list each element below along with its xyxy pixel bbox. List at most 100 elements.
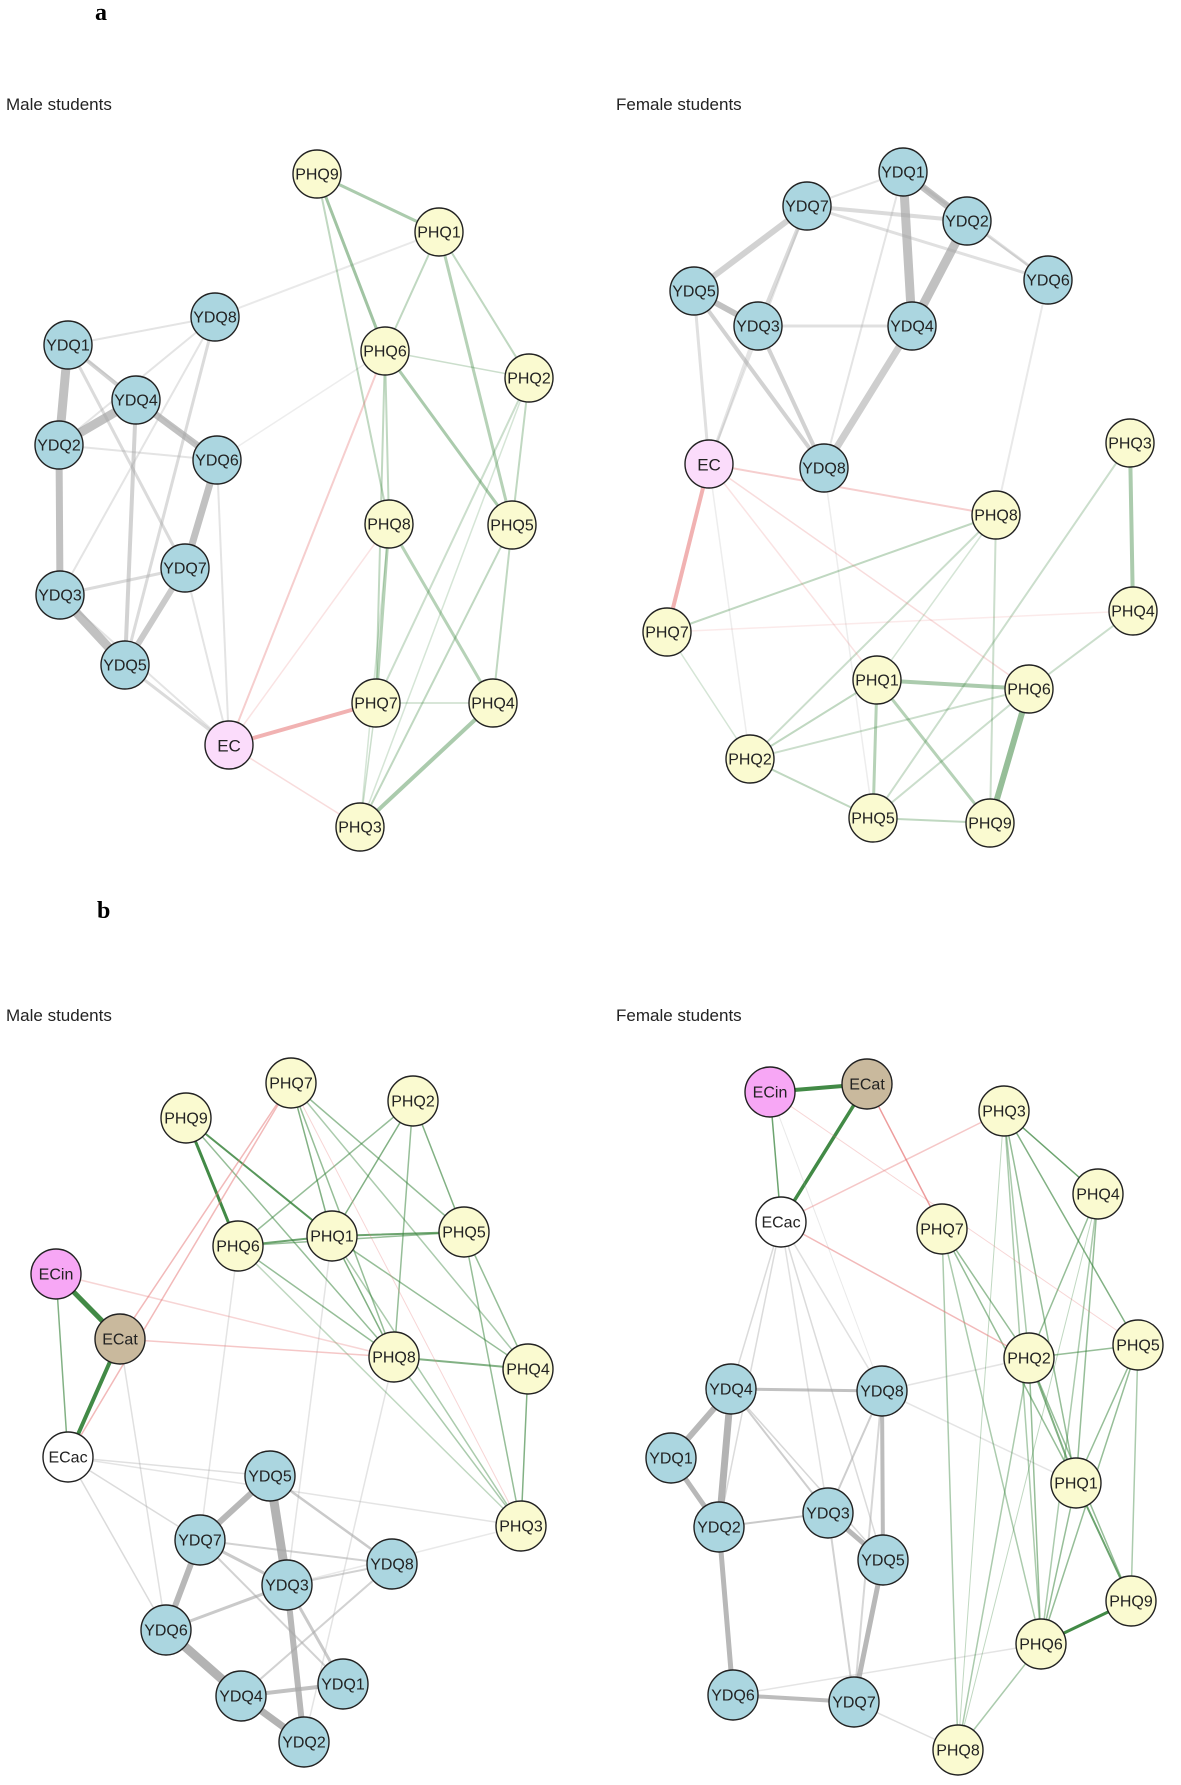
node-label: YDQ2 [697,1520,741,1537]
node-a-male-ydq6: YDQ6 [192,435,242,485]
edge-b-male-PHQ4-PHQ3 [520,1368,529,1527]
edge-b-female-ECac-PHQ3 [780,1110,1005,1223]
edge-a-female-YDQ8-PHQ5 [823,467,874,819]
node-circle [856,1365,908,1417]
edge-b-female-ECat-ECac [779,1082,869,1224]
node-circle [140,1604,192,1656]
node-label: PHQ9 [1109,1594,1153,1611]
edge-a-male-PHQ2-PHQ3 [359,377,530,828]
node-circle [35,570,85,620]
node-a-female-ydq8: YDQ8 [799,443,849,493]
edge-b-female-YDQ4-YDQ3 [730,1388,829,1514]
node-label: PHQ4 [1076,1187,1120,1204]
node-label: ECin [39,1267,74,1284]
node-circle [278,1716,330,1768]
male-network-title-b: Male students [6,1006,112,1025]
edge-b-female-ECac-YDQ3 [780,1221,829,1514]
node-b-male-ecin: ECin [30,1248,82,1300]
edge-a-male-YDQ8-PHQ1 [214,231,440,318]
node-label: YDQ5 [103,658,147,675]
node-label: PHQ1 [1054,1476,1098,1493]
edge-a-female-YDQ6-PHQ8 [995,279,1049,516]
edge-a-male-PHQ2-PHQ7 [375,377,530,704]
node-label: YDQ7 [163,561,207,578]
node-b-female-ecin: ECin [744,1066,796,1118]
edge-b-male-PHQ9-PHQ8 [185,1117,395,1358]
node-a-female-phq8: PHQ8 [971,490,1021,540]
edge-b-male-PHQ9-PHQ1 [185,1117,333,1237]
node-b-male-phq2: PHQ2 [387,1075,439,1127]
node-circle [799,443,849,493]
node-label: YDQ5 [672,284,716,301]
edge-b-male-YDQ8-YDQ4 [240,1563,393,1697]
edge-b-male-ECin-PHQ8 [55,1273,395,1358]
edge-b-female-PHQ4-PHQ6 [1040,1193,1099,1645]
node-circle [705,1363,757,1415]
node-b-female-phq3: PHQ3 [978,1085,1030,1137]
node-circle [878,147,928,197]
node-b-female-ydq5: YDQ5 [857,1534,909,1586]
node-b-male-phq9: PHQ9 [160,1092,212,1144]
node-circle [1004,664,1054,714]
node-a-female-phq6: PHQ6 [1004,664,1054,714]
edge-a-female-PHQ8-PHQ9 [989,514,997,824]
node-label: YDQ6 [144,1623,188,1640]
node-b-female-ydq2: YDQ2 [693,1501,745,1553]
edge-b-male-YDQ7-YDQ8 [199,1539,393,1565]
node-circle [43,320,93,370]
edge-a-female-PHQ2-PHQ6 [749,688,1030,760]
node-a-female-ydq4: YDQ4 [887,301,937,351]
node-label: YDQ6 [1026,273,1070,290]
edge-a-female-EC-PHQ1 [708,463,878,681]
node-label: PHQ1 [310,1229,354,1246]
edge-b-male-ECac-YDQ6 [67,1456,167,1631]
node-circle [366,1538,418,1590]
node-circle [1105,418,1155,468]
node-label: YDQ8 [193,310,237,327]
edge-b-female-PHQ4-PHQ8 [957,1193,1099,1751]
node-circle [684,439,734,489]
node-circle [42,1431,94,1483]
node-a-female-phq7: PHQ7 [642,607,692,657]
edge-a-female-YDQ7-YDQ6 [805,204,1050,282]
node-a-female-phq3: PHQ3 [1105,418,1155,468]
panel-letter-a: a [95,0,107,26]
edge-a-male-YDQ4-YDQ5 [123,398,138,667]
edge-b-male-PHQ1-PHQ3 [331,1235,522,1527]
node-label: ECin [753,1085,788,1102]
edge-a-female-PHQ1-PHQ9 [875,678,992,825]
node-b-male-ecac: ECac [42,1431,94,1483]
node-circle [34,420,84,470]
node-circle [1050,1457,1102,1509]
node-label: YDQ1 [649,1451,693,1468]
edge-a-female-PHQ3-PHQ5 [872,442,1131,819]
node-circle [215,1670,267,1722]
edge-b-female-PHQ3-PHQ1 [1003,1110,1077,1484]
edge-a-male-YDQ1-YDQ7 [66,343,187,570]
node-b-female-phq2: PHQ2 [1003,1332,1055,1384]
node-a-male-ydq8: YDQ8 [190,292,240,342]
edge-a-female-PHQ6-PHQ5 [872,688,1030,819]
node-circle [495,1500,547,1552]
node-label: YDQ3 [265,1578,309,1595]
node-label: EC [217,737,241,756]
edge-b-male-ECac-YDQ5 [67,1456,271,1477]
node-label: YDQ4 [890,319,934,336]
edge-a-male-YDQ2-YDQ3 [55,441,64,599]
node-a-female-phq5: PHQ5 [848,793,898,843]
node-label: YDQ1 [321,1677,365,1694]
edge-b-male-PHQ6-PHQ8 [237,1245,395,1358]
node-b-female-ydq4: YDQ4 [705,1363,757,1415]
node-circle [725,734,775,784]
node-circle [1003,1332,1055,1384]
node-b-male-phq4: PHQ4 [502,1343,554,1395]
node-circle [111,375,161,425]
edge-b-male-YDQ7-YDQ1 [199,1539,344,1685]
node-a-female-ydq5: YDQ5 [669,266,719,316]
node-circle [802,1487,854,1539]
node-a-female-ydq6: YDQ6 [1023,255,1073,305]
edge-a-male-EC-PHQ8 [228,523,390,746]
edge-a-female-PHQ1-PHQ6 [875,678,1031,691]
node-label: PHQ2 [1007,1351,1051,1368]
node-label: YDQ7 [178,1533,222,1550]
